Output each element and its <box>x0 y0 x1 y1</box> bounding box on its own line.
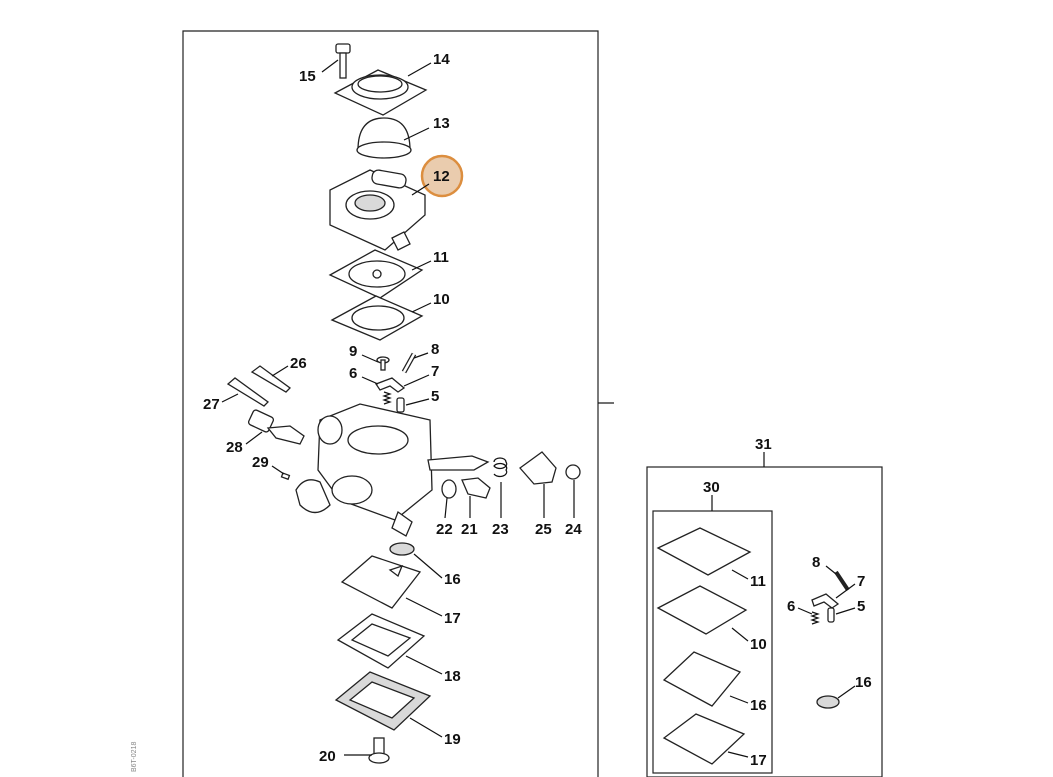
label-part-16[interactable]: 16 <box>444 571 461 588</box>
part-9-screw[interactable] <box>376 356 390 371</box>
label-part-14[interactable]: 14 <box>433 51 450 68</box>
highlight-part-12[interactable] <box>420 154 464 198</box>
label-part-9[interactable]: 9 <box>349 343 357 360</box>
label-part-25[interactable]: 25 <box>535 521 552 538</box>
label-part-26[interactable]: 26 <box>290 355 307 372</box>
kit-part-10-gasket[interactable] <box>656 585 748 635</box>
label-kit-part-5[interactable]: 5 <box>857 598 865 615</box>
label-part-15[interactable]: 15 <box>299 68 316 85</box>
leader-lines <box>221 59 575 756</box>
kit-part-11-diaphragm[interactable] <box>656 527 752 576</box>
part-6-spring[interactable] <box>382 391 392 405</box>
label-kit-31[interactable]: 31 <box>755 436 772 453</box>
part-28-shaft[interactable] <box>247 409 305 445</box>
label-part-27[interactable]: 27 <box>203 396 220 413</box>
kit-part-17-gasket[interactable] <box>662 713 746 765</box>
part-5-needle[interactable] <box>396 397 405 413</box>
part-13-primer-bulb[interactable] <box>356 117 412 159</box>
part-15-screw[interactable] <box>335 43 351 79</box>
label-part-24[interactable]: 24 <box>565 521 582 538</box>
part-8-pin[interactable] <box>401 352 417 374</box>
part-17-pump-diaphragm[interactable] <box>340 555 422 609</box>
part-20-screw[interactable] <box>368 737 390 764</box>
kit-part-8-pin[interactable] <box>834 570 850 592</box>
kit-part-6-spring[interactable] <box>810 611 820 625</box>
label-part-7[interactable]: 7 <box>431 363 439 380</box>
label-part-20[interactable]: 20 <box>319 748 336 765</box>
kit-part-7-lever[interactable] <box>811 593 840 609</box>
part-26-adjusting-screw[interactable] <box>250 365 291 393</box>
part-27-adjusting-screw[interactable] <box>226 377 269 407</box>
kit-leader-lines <box>727 565 856 758</box>
label-part-6[interactable]: 6 <box>349 365 357 382</box>
label-part-5[interactable]: 5 <box>431 388 439 405</box>
label-part-28[interactable]: 28 <box>226 439 243 456</box>
kit-part-16-filter[interactable] <box>816 695 840 709</box>
label-kit-part-16[interactable]: 16 <box>750 697 767 714</box>
part-18-gasket[interactable] <box>336 613 426 669</box>
label-kit-part-16-filter[interactable]: 16 <box>855 674 872 691</box>
part-25-cap[interactable] <box>519 451 557 485</box>
label-part-11[interactable]: 11 <box>433 249 449 266</box>
throttle-shaft-rod[interactable] <box>427 455 490 471</box>
label-part-23[interactable]: 23 <box>492 521 509 538</box>
part-11-diaphragm[interactable] <box>328 249 424 299</box>
part-22-valve[interactable] <box>441 479 457 499</box>
part-24-ring[interactable] <box>565 464 581 480</box>
drawing-code: B6T-0218 <box>131 742 138 772</box>
label-part-13[interactable]: 13 <box>433 115 450 132</box>
kit-part-5-needle[interactable] <box>827 607 835 623</box>
part-19-end-cover[interactable] <box>334 671 432 731</box>
part-16-filter[interactable] <box>389 542 415 556</box>
kit-part-16-pump-diaphragm[interactable] <box>662 651 742 707</box>
label-kit-part-17[interactable]: 17 <box>750 752 767 769</box>
part-12-pump-cover[interactable] <box>329 169 426 251</box>
label-kit-part-8[interactable]: 8 <box>812 554 820 571</box>
label-part-10[interactable]: 10 <box>433 291 450 308</box>
label-kit-part-10[interactable]: 10 <box>750 636 767 653</box>
label-kit-30[interactable]: 30 <box>703 479 720 496</box>
carburetor-body[interactable] <box>295 403 433 537</box>
part-23-spring[interactable] <box>493 457 508 478</box>
part-29-pin[interactable] <box>280 472 291 481</box>
label-part-12[interactable]: 12 <box>433 168 450 185</box>
label-kit-part-11[interactable]: 11 <box>750 573 766 590</box>
label-part-29[interactable]: 29 <box>252 454 269 471</box>
label-part-21[interactable]: 21 <box>461 521 478 538</box>
label-part-17[interactable]: 17 <box>444 610 461 627</box>
part-10-gasket[interactable] <box>330 295 424 341</box>
main-assembly-frame <box>182 30 599 777</box>
label-part-22[interactable]: 22 <box>436 521 453 538</box>
part-14-cover[interactable] <box>333 69 428 116</box>
label-part-18[interactable]: 18 <box>444 668 461 685</box>
label-part-8[interactable]: 8 <box>431 341 439 358</box>
label-part-19[interactable]: 19 <box>444 731 461 748</box>
label-kit-part-7[interactable]: 7 <box>857 573 865 590</box>
label-kit-part-6[interactable]: 6 <box>787 598 795 615</box>
part-21-clip[interactable] <box>461 477 491 499</box>
part-7-lever[interactable] <box>375 377 406 393</box>
